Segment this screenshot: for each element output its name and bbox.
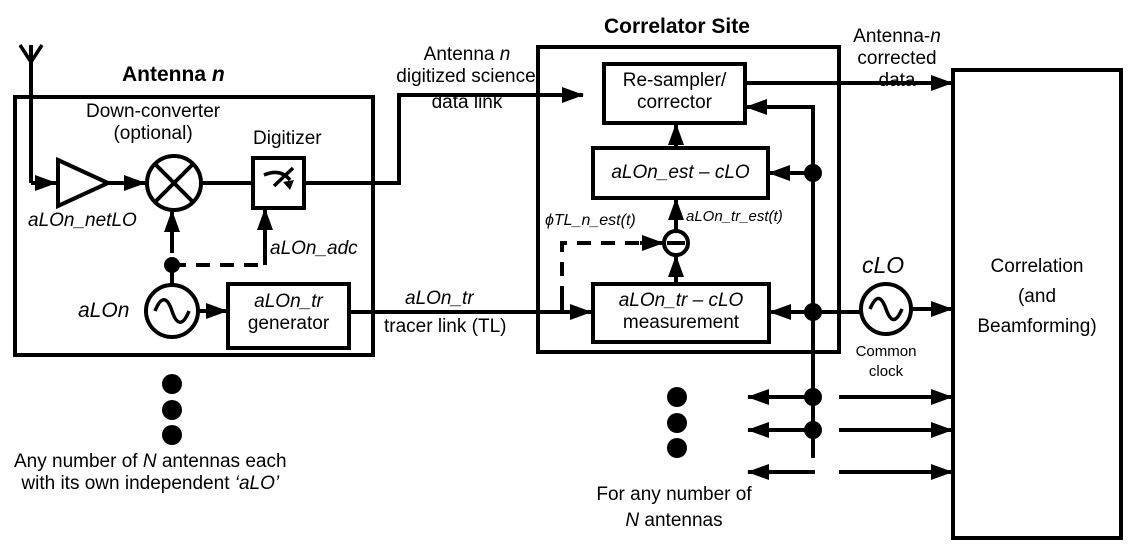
science-data-link [304, 87, 584, 185]
amplifier-triangle-icon [56, 156, 113, 210]
measurement-box [591, 282, 771, 344]
aLOn-label: aLOn [78, 299, 130, 322]
clo-oscillator-icon [859, 282, 913, 336]
correlator-footnote: For any number of N antennas [596, 484, 752, 531]
antenna-site-box [13, 95, 375, 357]
digitizer-label: Digitizer [253, 128, 322, 149]
downconverter-label: Down-converter (optional) [86, 101, 221, 144]
resampler-box [602, 62, 747, 125]
sine-oscillator-icon [144, 283, 200, 339]
resampler-label: Re-sampler/ corrector [622, 70, 727, 113]
extra-channels [747, 388, 953, 480]
correlation-label: Correlation (and Beamforming) [977, 256, 1097, 337]
tracer-generator-label: aLOn_tr generator [247, 291, 330, 334]
tr-est-label: aLOn_tr_est(t) [686, 208, 783, 225]
tracer-generator-box [226, 282, 351, 350]
correlation-box [951, 68, 1123, 540]
corrected-data-label: Antenna-n corrected data [853, 26, 941, 91]
science-link-label: Antenna n digitized science data link [396, 44, 536, 113]
tracer-signal-label: aLOn_tr [405, 288, 474, 309]
adc-switch-icon [251, 156, 306, 210]
est-box [591, 146, 770, 200]
common-clock-label: Common clock [855, 343, 917, 380]
correlator-site-title: Correlator Site [604, 15, 750, 38]
vertical-ellipsis-icon [162, 374, 182, 445]
correlator-site-box [536, 45, 841, 354]
measurement-label: aLOn_tr – cLO measurement [618, 290, 744, 333]
clo-label: cLO [862, 252, 905, 278]
clock-to-resampler [745, 99, 815, 312]
phase-feedback-dashed [560, 241, 650, 300]
antenna-site-title: Antenna n [122, 63, 225, 86]
mixer-x-circle-icon [145, 154, 203, 212]
antennas-footnote: Any number of N antennas each with its o… [14, 451, 287, 494]
tracer-link-label: tracer link (TL) [384, 316, 507, 337]
adc-label: aLOn_adc [270, 238, 358, 259]
netlo-label: aLOn_netLO [28, 210, 137, 231]
vertical-ellipsis-icon [667, 387, 687, 458]
est-box-label: aLOn_est – cLO [611, 162, 750, 183]
phase-label: ϕTL_n_est(t) [545, 212, 636, 229]
antenna-icon [18, 44, 44, 183]
